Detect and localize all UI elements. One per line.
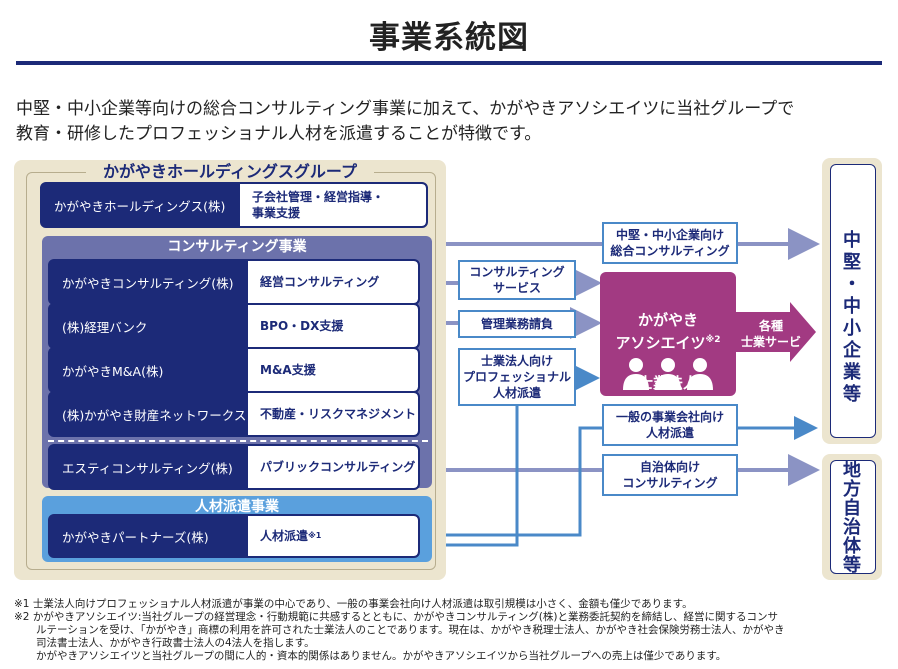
company-business: M&A支援 xyxy=(248,349,418,391)
company-business: 不動産・リスクマネジメント xyxy=(248,393,418,435)
people-icon xyxy=(623,358,713,390)
service-accounting-outsourcing: 管理業務請負 xyxy=(458,310,576,338)
vertical-char: 中 xyxy=(843,296,861,317)
vertical-char: 方 xyxy=(843,479,861,500)
service-professional-dispatch: 士業法人向け プロフェッショナル 人材派遣 xyxy=(458,348,576,406)
consulting-business-title: コンサルティング事業 xyxy=(167,239,307,255)
client-municipality-text: 地方自治体等 xyxy=(830,461,874,575)
note-mark: ※1 xyxy=(308,531,322,540)
vertical-char: 地 xyxy=(843,460,861,481)
vertical-char: 小 xyxy=(843,318,861,339)
client-sme-label: 中堅・中小企業等 xyxy=(830,230,874,406)
vertical-char: ・ xyxy=(843,274,861,295)
intro-line-2: 教育・研修したプロフェッショナル人材を派遣することが特徴です。 xyxy=(16,124,542,144)
vertical-char: 企 xyxy=(843,340,861,361)
client-municipality-frame xyxy=(830,460,876,574)
client-sme-text: 中堅・中小企業等 xyxy=(830,230,874,406)
vertical-char: 体 xyxy=(843,536,861,557)
company-name: かがやきコンサルティング(株) xyxy=(62,275,234,291)
service-general-dispatch: 一般の事業会社向け 人材派遣 xyxy=(602,404,738,446)
holdings-company-row: かがやきホールディングス(株) 子会社管理・経営指導・ 事業支援 xyxy=(40,182,428,228)
vertical-char: 中 xyxy=(843,230,861,251)
consulting-company-row: かがやきコンサルティング(株) 経営コンサルティング xyxy=(48,259,420,305)
footnote-1: ※1 士業法人向けプロフェッショナル人材派遣が事業の中心であり、一般の事業会社向… xyxy=(14,598,693,610)
dispatch-business-title: 人材派遣事業 xyxy=(195,499,279,515)
company-business: パブリックコンサルティング xyxy=(248,446,418,488)
company-name: (株)経理バンク xyxy=(62,319,148,335)
company-business: 経営コンサルティング xyxy=(248,261,418,303)
client-sme-frame xyxy=(830,164,876,438)
vertical-char: 等 xyxy=(843,384,861,405)
consulting-company-row: エスティコンサルティング(株) パブリックコンサルティング xyxy=(48,444,420,490)
client-municipality-label: 地方自治体等 xyxy=(830,461,874,575)
service-consulting: コンサルティング サービス xyxy=(458,260,576,300)
section-divider xyxy=(48,440,428,442)
footnote-2-line-4: かがやきアソシエイツと当社グループの間に人的・資本的関係はありません。かがやきア… xyxy=(36,650,727,662)
footnote-2-line-3: 司法書士法人、かがやき行政書士法人の4法人を指します。 xyxy=(36,637,315,649)
company-business: 人材派遣※1 xyxy=(248,516,418,556)
footnote-2-line-1: ※2 かがやきアソシエイツ:当社グループの経営理念・行動規範に共感するとともに、… xyxy=(14,611,778,623)
vertical-char: 治 xyxy=(843,517,861,538)
company-business-text: 人材派遣 xyxy=(260,529,309,543)
dispatch-company-row: かがやきパートナーズ(株) 人材派遣※1 xyxy=(48,514,420,558)
vertical-char: 堅 xyxy=(843,252,861,273)
company-business: BPO・DX支援 xyxy=(248,305,418,347)
consulting-company-row: (株)かがやき財産ネットワークス 不動産・リスクマネジメント xyxy=(48,391,420,437)
company-business: 子会社管理・経営指導・ 事業支援 xyxy=(240,184,426,226)
footnote-2-line-2: ルテーションを受け、「かがやき」商標の利用を許可された士業法人のことであります。… xyxy=(36,624,785,636)
company-name: かがやきパートナーズ(株) xyxy=(62,529,209,545)
consulting-company-row: かがやきM&A(株) M&A支援 xyxy=(48,347,420,393)
holdings-group-title: かがやきホールディングスグループ xyxy=(86,160,374,184)
company-name: かがやきM&A(株) xyxy=(62,363,164,379)
vertical-char: 自 xyxy=(843,498,861,519)
associates-service-arrow xyxy=(736,302,816,362)
page-title: 事業系統図 xyxy=(369,20,529,56)
intro-line-1: 中堅・中小企業等向けの総合コンサルティング事業に加えて、かがやきアソシエイツに当… xyxy=(16,99,795,119)
vertical-char: 等 xyxy=(843,555,861,576)
service-municipal-consulting: 自治体向け コンサルティング xyxy=(602,454,738,496)
title-rule xyxy=(16,61,882,65)
company-name: エスティコンサルティング(株) xyxy=(62,460,233,476)
vertical-char: 業 xyxy=(843,362,861,383)
associates-service-label: 各種 士業サービス xyxy=(740,319,801,365)
note-mark: ※2 xyxy=(705,335,721,345)
associates-name-text: かがやき アソシエイツ xyxy=(615,311,706,352)
company-name: かがやきホールディングス(株) xyxy=(54,198,226,214)
company-name: (株)かがやき財産ネットワークス xyxy=(62,407,247,423)
consulting-company-row: (株)経理バンク BPO・DX支援 xyxy=(48,303,420,349)
service-sme-consulting: 中堅・中小企業向け 総合コンサルティング xyxy=(602,222,738,264)
